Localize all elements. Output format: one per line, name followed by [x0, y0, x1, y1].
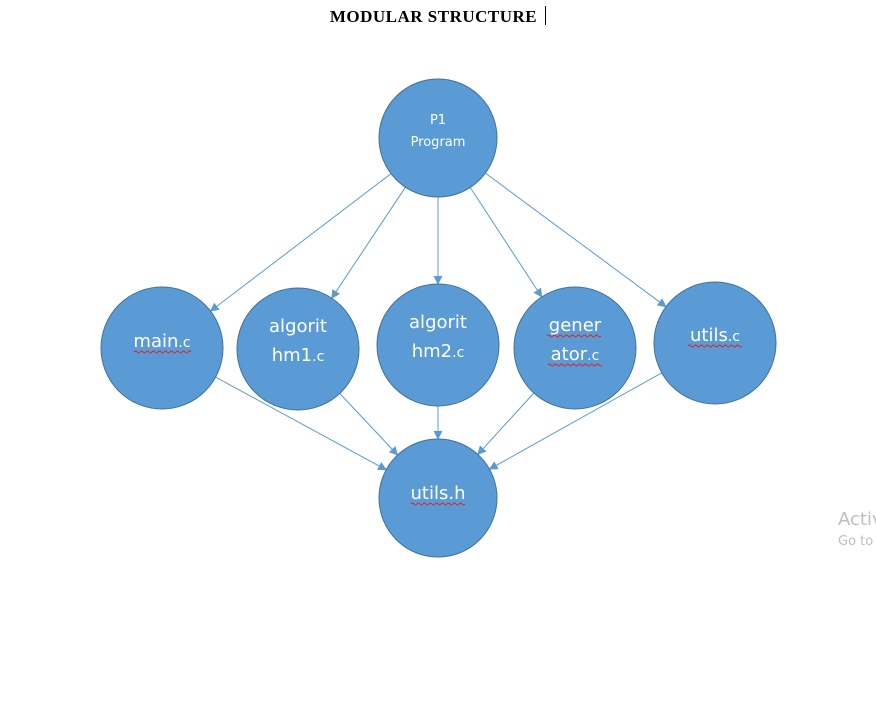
node-algorithm2-line2: hm2.c [412, 341, 465, 362]
node-generator[interactable]: gener ator.c [513, 286, 637, 410]
node-algorithm2-base: hm2 [412, 341, 452, 362]
node-algorithm2-line1: algorit [409, 312, 467, 333]
edge-algo1-to-utils_h [339, 393, 399, 456]
node-main-ext: .c [178, 335, 190, 351]
node-utils-c-base: utils [690, 325, 728, 346]
page-title: MODULAR STRUCTURE [329, 7, 538, 26]
text-cursor [545, 6, 547, 25]
node-algorithm1-line1: algorit [269, 316, 327, 337]
node-utils-c-ext: .c [728, 329, 740, 345]
node-utils-h[interactable]: utils.h [378, 438, 498, 558]
node-root-label-line1: P1 [430, 113, 446, 128]
spellcheck-underline-utils-h [410, 502, 466, 506]
edge-root-to-generator [469, 187, 543, 298]
edge-utils_c-to-utils_h [488, 372, 663, 470]
node-algorithm1[interactable]: algorit hm1.c [236, 287, 360, 411]
node-generator-line1: gener [549, 315, 602, 336]
edge-root-to-utils_c [485, 172, 667, 308]
node-generator-ext: .c [587, 348, 599, 364]
edge-root-to-algo1 [331, 186, 406, 299]
node-generator-line2: ator.c [551, 344, 600, 365]
node-main-label: main.c [133, 331, 190, 352]
edge-generator-to-utils_h [477, 392, 535, 456]
node-algorithm1-base: hm1 [272, 345, 312, 366]
edge-root-to-main [209, 173, 392, 312]
node-utils-c-label: utils.c [690, 325, 740, 346]
node-main-circle [100, 286, 224, 410]
node-utils-h-label: utils.h [411, 483, 466, 504]
activation-watermark-line1: Activ [838, 509, 876, 530]
edges-group [209, 172, 667, 471]
node-algorithm1-circle [236, 287, 360, 411]
node-utils-h-circle [378, 438, 498, 558]
node-root-circle [378, 78, 498, 198]
edge-main-to-utils_h [215, 376, 387, 471]
node-algorithm1-ext: .c [312, 349, 324, 365]
spellcheck-underline-main [133, 350, 192, 354]
node-algorithm2-ext: .c [452, 345, 464, 361]
node-algorithm1-line2: hm1.c [272, 345, 325, 366]
node-main-base: main [133, 331, 178, 352]
node-utils-c-circle [653, 281, 777, 405]
spellcheck-underline-generator-2 [547, 363, 603, 367]
node-algorithm2-circle [376, 283, 500, 407]
node-main[interactable]: main.c [100, 286, 224, 410]
node-root[interactable]: P1 Program [378, 78, 498, 198]
node-generator-circle [513, 286, 637, 410]
node-algorithm2[interactable]: algorit hm2.c [376, 283, 500, 407]
activation-watermark-line2: Go to [838, 534, 874, 549]
node-generator-base: ator [551, 344, 588, 365]
node-utils-c[interactable]: utils.c [653, 281, 777, 405]
spellcheck-underline-utils-c [687, 344, 743, 348]
spellcheck-underline-generator-1 [546, 334, 602, 338]
node-root-label-line2: Program [411, 135, 466, 150]
title-area: MODULAR STRUCTURE [0, 6, 876, 27]
